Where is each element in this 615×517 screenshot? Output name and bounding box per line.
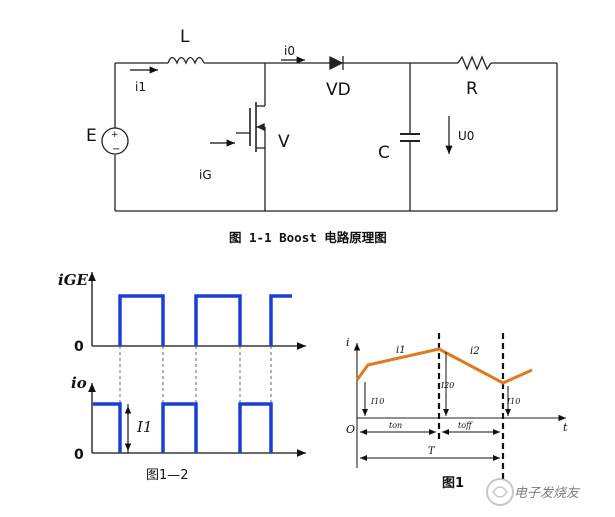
label-i10-left: I10 bbox=[370, 397, 384, 406]
label-period: T bbox=[428, 446, 436, 457]
resistor-symbol bbox=[457, 55, 492, 71]
right-waveform-axes bbox=[353, 343, 566, 422]
label-diode: VD bbox=[326, 80, 351, 100]
label-zero-top: 0 bbox=[74, 339, 84, 355]
caption-fig-1: 图1 bbox=[442, 476, 464, 491]
mosfet-symbol bbox=[236, 102, 266, 152]
label-axis-t: t bbox=[563, 421, 568, 434]
inductor-current-curve bbox=[355, 347, 533, 385]
watermark-text: 电子发烧友 bbox=[514, 486, 581, 501]
label-resistor: R bbox=[466, 79, 478, 99]
output-current-wave bbox=[93, 402, 273, 453]
label-i1-rise: i1 bbox=[396, 345, 406, 356]
watermark-logo: 电子发烧友 bbox=[486, 478, 581, 506]
label-axis-i: i bbox=[346, 336, 350, 349]
label-i1: i1 bbox=[135, 80, 146, 94]
voltage-source-symbol: + − bbox=[101, 127, 129, 155]
svg-text:+: + bbox=[111, 130, 119, 140]
caption-fig-1-2: 图1—2 bbox=[146, 468, 189, 483]
diode-symbol bbox=[329, 55, 344, 71]
label-i10-right: I10 bbox=[506, 397, 520, 406]
label-i1-amplitude: I1 bbox=[136, 418, 152, 436]
label-i2-fall: i2 bbox=[470, 346, 480, 357]
inductor-symbol bbox=[167, 56, 205, 65]
label-ige: iGE bbox=[58, 271, 89, 289]
label-i20: I20 bbox=[440, 381, 454, 390]
boost-circuit bbox=[114, 55, 558, 212]
label-toff: toff bbox=[458, 421, 473, 430]
label-ig: iG bbox=[199, 168, 212, 182]
label-origin: O bbox=[346, 423, 355, 436]
capacitor-symbol bbox=[400, 133, 420, 142]
label-zero-bottom: 0 bbox=[74, 447, 84, 463]
label-ton: ton bbox=[389, 421, 402, 430]
gate-signal-wave bbox=[118, 294, 292, 346]
label-io: io bbox=[71, 374, 87, 392]
label-capacitor: C bbox=[378, 143, 390, 163]
svg-text:−: − bbox=[112, 144, 120, 155]
left-waveform-axes bbox=[88, 272, 306, 457]
label-i0: i0 bbox=[284, 44, 295, 58]
label-transistor: V bbox=[278, 132, 290, 152]
label-inductor: L bbox=[180, 27, 190, 47]
caption-fig-1-1: 图 1-1 Boost 电路原理图 bbox=[229, 230, 387, 245]
time-span-arrows bbox=[356, 418, 500, 468]
label-u0: U0 bbox=[458, 129, 474, 143]
peak-dashed-lines bbox=[437, 333, 505, 481]
level-markers bbox=[362, 352, 511, 416]
label-source: E bbox=[86, 126, 97, 146]
